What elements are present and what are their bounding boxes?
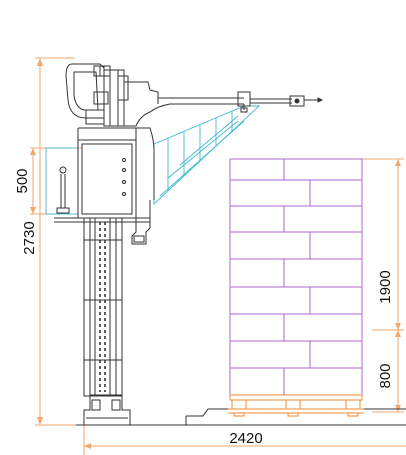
dimension-arrows <box>30 58 401 449</box>
scanner-head <box>250 95 324 107</box>
sensor-field <box>45 147 79 215</box>
sensor-height-label: 500 <box>14 168 31 193</box>
floor-line <box>76 408 406 426</box>
boom-arm <box>124 81 251 200</box>
pallet-base <box>228 394 364 417</box>
dimension-lines <box>30 57 406 455</box>
pallet-load <box>229 158 363 396</box>
side-handle <box>54 166 150 223</box>
carriage-bracket <box>131 200 151 245</box>
overall-width-label: 2420 <box>229 430 262 447</box>
mast-rail-dashes <box>99 222 106 392</box>
scan-beam <box>153 105 261 206</box>
load-height-label: 1900 <box>377 270 394 303</box>
mast-column <box>83 217 123 397</box>
pallet-height-label: 800 <box>377 363 394 388</box>
overall-height-label: 2730 <box>21 221 38 254</box>
column-base <box>83 394 131 425</box>
head-housing <box>65 63 129 127</box>
carriage-box <box>77 127 137 219</box>
